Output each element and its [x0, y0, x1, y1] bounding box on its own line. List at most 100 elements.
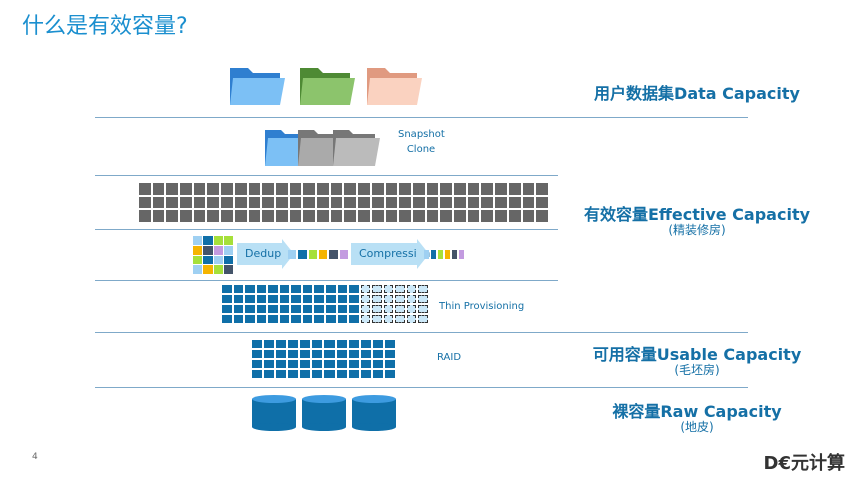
block	[330, 196, 343, 209]
block	[395, 285, 405, 293]
block	[418, 315, 428, 323]
block	[481, 210, 494, 222]
block	[495, 196, 507, 209]
block	[360, 305, 371, 313]
block	[360, 295, 371, 303]
deduped-blocks	[288, 250, 348, 259]
block	[360, 340, 371, 348]
divider	[95, 332, 748, 333]
block	[385, 210, 398, 222]
block	[152, 183, 165, 195]
block	[395, 305, 405, 313]
block	[276, 340, 287, 348]
block	[264, 340, 275, 348]
block	[325, 285, 336, 293]
block	[248, 183, 261, 195]
block	[203, 236, 213, 245]
block	[288, 370, 299, 378]
raw-data-blocks	[193, 236, 233, 274]
block	[349, 285, 359, 293]
block	[384, 370, 395, 378]
block	[317, 196, 329, 209]
folder-icon-gray	[333, 130, 380, 166]
block	[252, 340, 263, 348]
block	[223, 236, 233, 245]
disks	[252, 395, 396, 431]
folder-icon-green	[300, 68, 355, 105]
block	[312, 340, 323, 348]
block	[406, 285, 417, 293]
data-capacity-label: 用户数据集Data Capacity	[594, 84, 800, 103]
block	[481, 196, 494, 209]
block	[325, 305, 336, 313]
block	[349, 295, 359, 303]
block	[385, 196, 398, 209]
block	[264, 370, 275, 378]
block	[349, 305, 359, 313]
block	[245, 315, 255, 323]
block	[360, 285, 371, 293]
raid-label: RAID	[437, 352, 462, 363]
block	[324, 340, 335, 348]
block	[268, 295, 278, 303]
block	[536, 183, 548, 195]
block	[358, 210, 370, 222]
block	[317, 210, 329, 222]
block	[395, 315, 405, 323]
block	[222, 315, 232, 323]
block	[302, 315, 313, 323]
block	[360, 360, 371, 368]
block	[264, 350, 275, 358]
block	[495, 183, 507, 195]
block	[275, 183, 288, 195]
block	[180, 196, 192, 209]
block	[324, 370, 335, 378]
effective-capacity-label: 有效容量Effective Capacity	[583, 205, 811, 224]
block	[248, 196, 261, 209]
block	[481, 183, 494, 195]
block	[223, 255, 233, 265]
block	[383, 305, 394, 313]
block	[302, 285, 313, 293]
block	[222, 295, 232, 303]
snapshot-label: Snapshot	[398, 129, 445, 140]
block	[166, 196, 179, 209]
block	[536, 210, 548, 222]
block	[329, 250, 338, 259]
block	[399, 196, 411, 209]
block	[360, 370, 371, 378]
block	[252, 350, 263, 358]
block	[399, 210, 411, 222]
block	[312, 370, 323, 378]
block	[291, 285, 301, 293]
block	[291, 315, 301, 323]
block	[245, 295, 255, 303]
block	[139, 183, 151, 195]
block	[426, 196, 439, 209]
page-number: 4	[32, 452, 38, 462]
block	[221, 196, 233, 209]
block	[406, 295, 417, 303]
block	[233, 315, 244, 323]
block	[298, 250, 307, 259]
block	[303, 196, 316, 209]
block	[372, 305, 382, 313]
block	[418, 305, 428, 313]
block	[522, 183, 535, 195]
block	[279, 285, 290, 293]
block	[291, 295, 301, 303]
disk-icon	[352, 395, 396, 431]
clone-label: Clone	[406, 144, 436, 155]
block	[279, 295, 290, 303]
block	[152, 196, 165, 209]
block	[383, 285, 394, 293]
block	[288, 350, 299, 358]
block	[412, 196, 425, 209]
raid-blocks	[252, 340, 395, 378]
block	[330, 183, 343, 195]
thin-provisioning-label: Thin Provisioning	[439, 301, 525, 312]
divider	[95, 387, 748, 388]
block	[276, 370, 287, 378]
block	[193, 255, 203, 265]
block	[324, 360, 335, 368]
